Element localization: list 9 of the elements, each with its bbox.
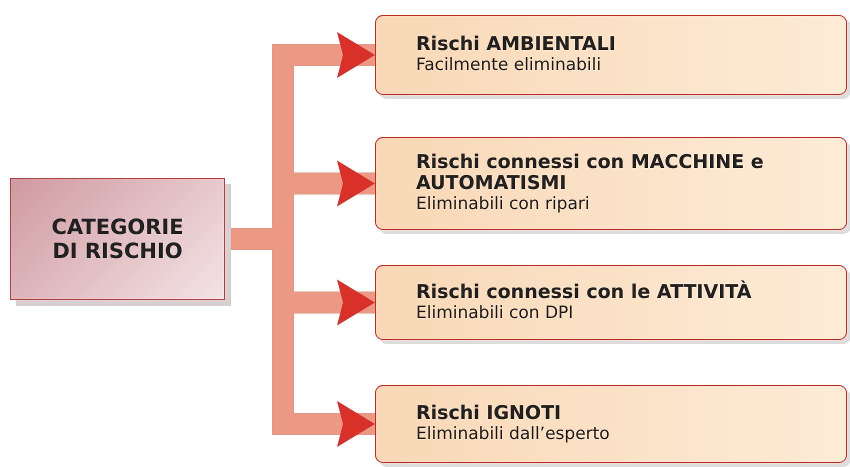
box-description: Facilmente eliminabili xyxy=(416,55,602,76)
box-description: Eliminabili con ripari xyxy=(416,194,591,215)
box-description: Eliminabili con DPI xyxy=(416,302,574,324)
box-heading: CATEGORIE DI RISCHIO xyxy=(50,214,185,264)
box-description: Eliminabili dall’esperto xyxy=(416,424,611,445)
box-heading: Rischi connessi con MACCHINE e AUTOMATISMI xyxy=(416,152,765,194)
box-heading: Rischi AMBIENTALI xyxy=(416,34,617,56)
box-heading: Rischi IGNOTI xyxy=(416,403,562,424)
box-heading: Rischi connessi con le ATTIVITÀ xyxy=(416,282,752,303)
